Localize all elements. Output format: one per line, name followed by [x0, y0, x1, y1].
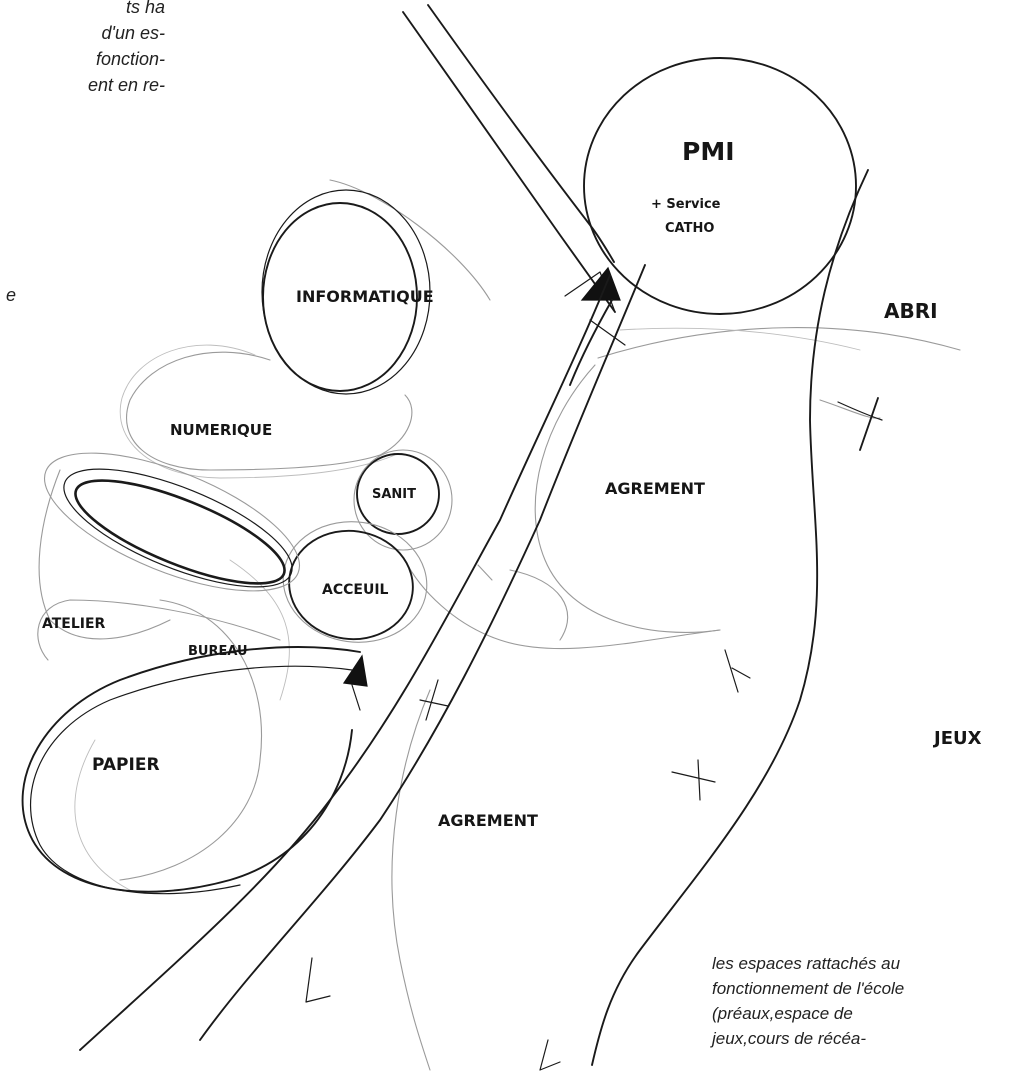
numerique-zone: NUMERIQUE: [120, 345, 412, 478]
caption-bottom-line: fonctionnement de l'école: [712, 976, 1017, 1001]
informatique-zone: INFORMATIQUE: [262, 190, 434, 394]
spine-neck: [570, 300, 612, 385]
pmi-label: PMI: [682, 137, 735, 166]
atelier-label: ATELIER: [42, 616, 106, 632]
pmi-zone: PMI + Service CATHO: [584, 58, 856, 314]
main-spine: [80, 265, 645, 1050]
entrance-arrow-bottom: [344, 656, 367, 686]
pencil-curve-papier: [120, 600, 262, 880]
pencil-tick-agrement: [510, 570, 568, 640]
jeux-label: JEUX: [932, 728, 982, 749]
arrow-stem: [352, 685, 360, 710]
bureau-label: BUREAU: [188, 644, 248, 659]
informatique-label: INFORMATIQUE: [296, 287, 434, 306]
abri-label: ABRI: [884, 299, 938, 323]
road-edge-left: [403, 12, 615, 312]
pencil-underlay: [39, 180, 960, 1070]
agrement-upper-label: AGREMENT: [605, 479, 705, 498]
tick-bottom: [540, 1040, 560, 1070]
caption-bottom-line: les espaces rattachés au: [712, 951, 1017, 976]
tick-bottom-left: [306, 958, 330, 1002]
numerique-label: NUMERIQUE: [170, 421, 272, 439]
road-edge-right: [428, 5, 614, 262]
pencil-curve-info: [330, 180, 490, 300]
elongated-ellipse-pencil: [27, 425, 317, 620]
tick-mid: [725, 650, 750, 692]
tick-pencil-1: [478, 565, 492, 580]
papier-outline-inner: [31, 666, 352, 893]
agrement-lower-label: AGREMENT: [438, 811, 538, 830]
pmi-circle: [584, 58, 856, 314]
tick-abri-cross: [860, 398, 878, 450]
numerique-blob-outer: [120, 345, 395, 478]
elongated-ellipse-outer: [50, 445, 306, 611]
pencil-curve-agrement-upper: [535, 365, 720, 632]
sanit-label: SANIT: [372, 487, 416, 502]
spine-right-edge: [200, 265, 645, 1040]
papier-label: PAPIER: [92, 755, 160, 775]
numerique-blob: [127, 352, 412, 470]
papier-outline: [23, 647, 360, 892]
caption-bottom-line: (préaux,espace de: [712, 1001, 1017, 1026]
pencil-curve-top: [598, 328, 960, 358]
pmi-sub-label: + Service: [651, 197, 721, 212]
caption-bottom: les espaces rattachés au fonctionnement …: [712, 951, 1017, 1051]
sanit-zone: SANIT: [354, 450, 452, 550]
elongated-ellipse: [64, 460, 296, 603]
tick-cross-lower: [672, 760, 715, 800]
pmi-sub-label-2: CATHO: [665, 221, 714, 236]
right-boundary: [592, 170, 868, 1065]
elongated-zone: [27, 425, 317, 620]
accueil-label: ACCEUIL: [322, 582, 389, 598]
accueil-zone: ACCEUIL: [275, 513, 434, 652]
caption-bottom-line: jeux,cours de récéa-: [712, 1026, 1017, 1051]
pencil-light-3: [620, 328, 860, 350]
